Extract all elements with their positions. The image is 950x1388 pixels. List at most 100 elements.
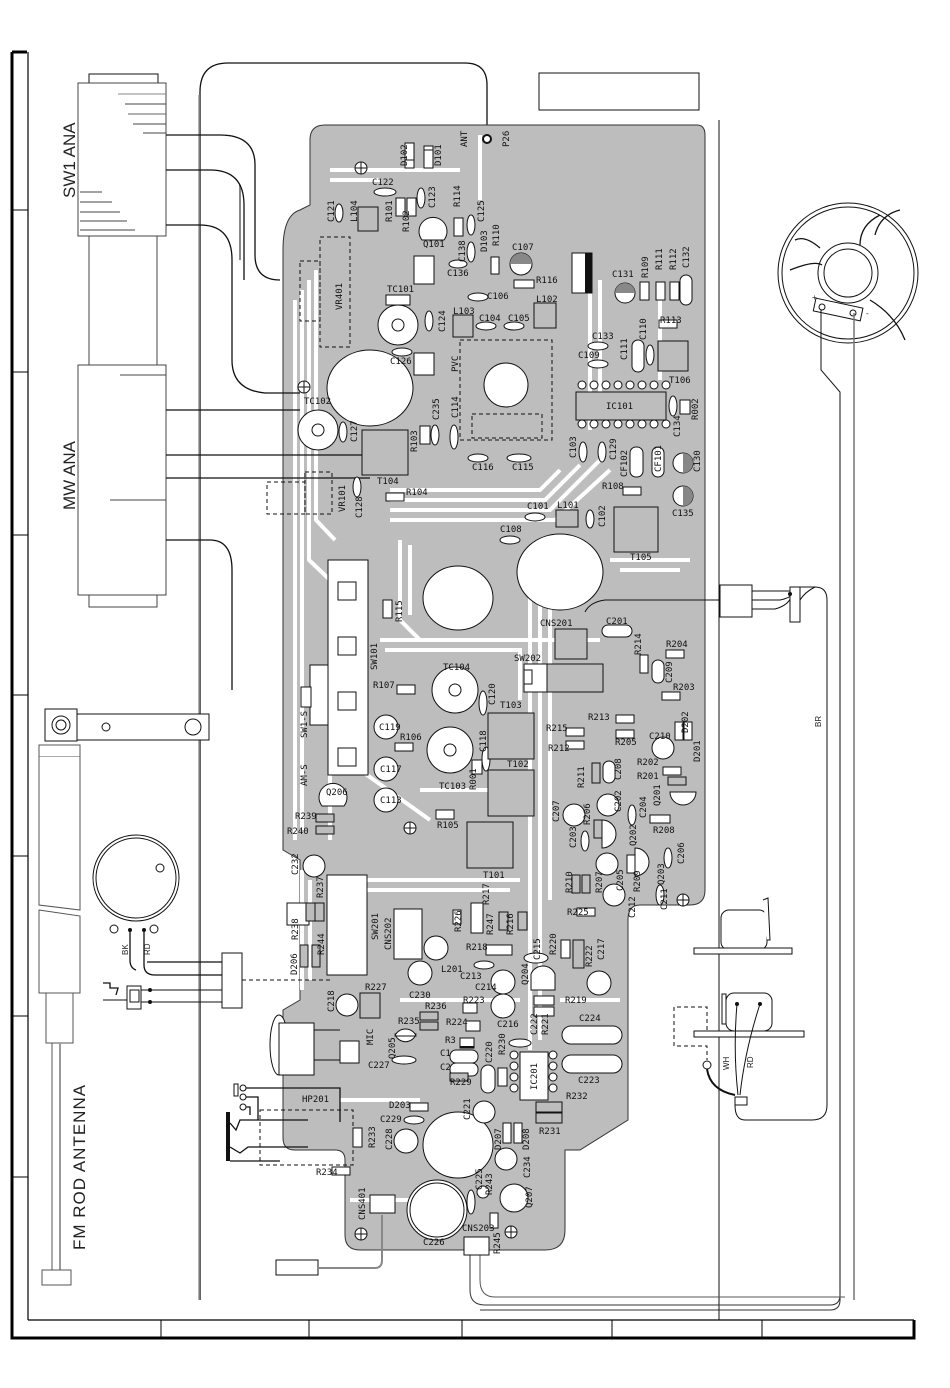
label-r209: R209 <box>633 870 643 892</box>
label-hp201: HP201 <box>302 1095 329 1105</box>
label-q206: Q206 <box>326 788 348 798</box>
label-r225: R225 <box>567 908 589 918</box>
label-r109: R109 <box>641 256 651 278</box>
label-d103: D103 <box>480 230 490 252</box>
label-r212: R212 <box>548 744 570 754</box>
label-r234: R234 <box>316 1168 338 1178</box>
label-c213: C213 <box>460 972 482 982</box>
label-r239: R239 <box>295 812 317 822</box>
label-c212: C212 <box>628 896 638 918</box>
label-c207: C207 <box>552 800 562 822</box>
label-c202: C202 <box>614 790 624 812</box>
label-am-s: AM-S <box>300 764 310 786</box>
label-l104: L104 <box>350 200 360 222</box>
motor-assembly: WH RD <box>673 897 805 1106</box>
ant-label: ANT <box>460 130 470 147</box>
label-l201: L201 <box>441 965 463 975</box>
label-c128: C128 <box>355 496 365 518</box>
p26-label: P26 <box>502 131 512 147</box>
label-r238: R238 <box>291 918 301 940</box>
label-c124: C124 <box>438 310 448 332</box>
label-d206: D206 <box>290 953 300 975</box>
label-c116: C116 <box>472 463 494 473</box>
wire-wh-label: WH <box>722 1056 731 1070</box>
label-r243: R243 <box>485 1173 495 1195</box>
label-r203: R203 <box>673 683 695 693</box>
label-c230: C230 <box>409 991 431 1001</box>
label-r101: R101 <box>385 200 395 222</box>
label-c201: C201 <box>606 617 628 627</box>
label-r102: R102 <box>402 210 412 232</box>
label-c107: C107 <box>512 243 534 253</box>
label-c235: C235 <box>432 398 442 420</box>
label-r210: R210 <box>565 871 575 893</box>
label-r208: R208 <box>653 826 675 836</box>
label-r217: R217 <box>482 883 492 905</box>
label-r247: R247 <box>486 913 496 935</box>
label-r244: R244 <box>317 933 327 955</box>
label-r245: R245 <box>493 1232 503 1254</box>
label-r219: R219 <box>565 996 587 1006</box>
label-tc104: TC104 <box>443 663 470 673</box>
label-c111: C111 <box>620 338 630 360</box>
label-c127: C127 <box>350 420 360 442</box>
label-c210: C210 <box>649 732 671 742</box>
label-tc103: TC103 <box>439 782 466 792</box>
label-cns401: CNS401 <box>358 1187 368 1220</box>
label-r204: R204 <box>666 640 688 650</box>
label-r215: R215 <box>546 724 568 734</box>
label-c104: C104 <box>479 314 501 324</box>
label-c226: C226 <box>423 1238 445 1248</box>
speaker-connector <box>221 952 243 1009</box>
label-r108: R108 <box>602 482 624 492</box>
label-r211: R211 <box>577 766 587 788</box>
label-c211: C211 <box>660 888 670 910</box>
registration-marks <box>297 161 690 1241</box>
label-tc102: TC102 <box>304 397 331 407</box>
label-d207: D207 <box>494 1128 504 1150</box>
label-c118: C118 <box>479 730 489 752</box>
label-q101: Q101 <box>423 240 445 250</box>
label-c125: C125 <box>477 200 487 222</box>
label-r113: R113 <box>660 316 682 326</box>
wire-bk-label: BK <box>121 944 130 955</box>
label-r107: R107 <box>373 681 395 691</box>
label-r236: R236 <box>425 1002 447 1012</box>
label-vr101: VR101 <box>338 485 348 512</box>
label-d102: D102 <box>400 144 410 166</box>
label-sw202: SW202 <box>514 654 541 664</box>
label-c228: C228 <box>385 1128 395 1150</box>
label-t104: T104 <box>377 477 399 487</box>
label-q207: Q207 <box>525 1186 535 1208</box>
label-r115: R115 <box>395 600 405 622</box>
label-c138: C138 <box>458 240 468 262</box>
label-c120: C120 <box>488 683 498 705</box>
label-c109: C109 <box>578 351 600 361</box>
microphone <box>269 1014 340 1076</box>
label-c224: C224 <box>579 1014 601 1024</box>
label-q204: Q204 <box>521 963 531 985</box>
label-r205: R205 <box>615 738 637 748</box>
small-speaker: BK RD <box>92 834 180 955</box>
label-c222: C222 <box>530 1013 540 1035</box>
label-r222: R222 <box>585 945 595 967</box>
components-bottom <box>331 902 623 1256</box>
label-cns202: CNS202 <box>384 917 394 950</box>
title-box <box>538 72 700 111</box>
label-c131: C131 <box>612 270 634 280</box>
label-c209: C209 <box>665 661 675 683</box>
label-r213: R213 <box>588 713 610 723</box>
sw1-antenna-coil: SW1 ANA <box>60 73 167 365</box>
components-top <box>266 142 694 553</box>
label-c106: C106 <box>487 292 509 302</box>
label-l101: L101 <box>557 501 579 511</box>
label-t103: T103 <box>500 701 522 711</box>
label-c113: C113 <box>380 796 402 806</box>
label-c129: C129 <box>609 438 619 460</box>
label-r240: R240 <box>287 827 309 837</box>
label-t105: T105 <box>630 553 652 563</box>
mounting-holes <box>326 349 604 1179</box>
label-c122: C122 <box>372 178 394 188</box>
label-mic: MIC <box>366 1029 376 1045</box>
